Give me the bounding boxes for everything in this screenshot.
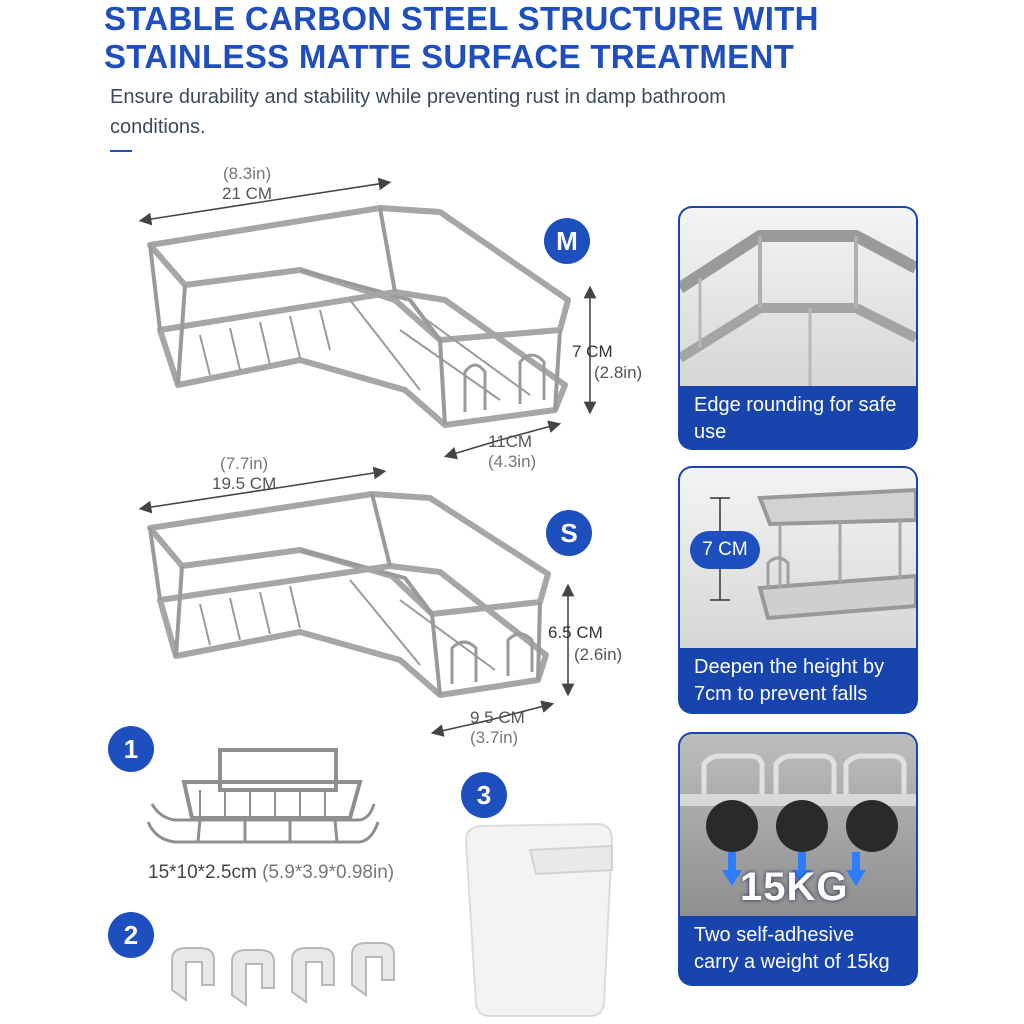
subtitle: Ensure durability and stability while pr… bbox=[110, 86, 726, 138]
adhesive-hooks-illustration bbox=[171, 942, 395, 1007]
dimension-arrows-s bbox=[138, 466, 575, 737]
container-illustration bbox=[464, 822, 614, 1017]
weight-caption: Two self-adhesive carry a weight of 15kg bbox=[694, 924, 890, 973]
rack-m-depth: 11CM (4.3in) bbox=[488, 432, 536, 472]
rack-s-illustration bbox=[147, 491, 551, 698]
weight-photo bbox=[680, 734, 916, 916]
feature-card-weight: Two self-adhesive carry a weight of 15kg bbox=[680, 734, 916, 984]
rack-s-height-cm: 6.5 CM bbox=[548, 623, 603, 642]
rack-s-height-in: (2.6in) bbox=[574, 645, 623, 664]
soap-holder-size: 15*10*2.5cm (5.9*3.9*0.98in) bbox=[148, 862, 394, 884]
rack-m-depth-in: (4.3in) bbox=[488, 452, 537, 471]
soap-holder-illustration bbox=[146, 748, 380, 844]
rack-m-illustration bbox=[147, 205, 571, 428]
rack-s-depth-cm: 9.5 CM bbox=[470, 708, 525, 727]
weight-label: 15KG bbox=[740, 865, 849, 909]
accent-dash bbox=[110, 150, 132, 152]
rack-m-width: (8.3in) 21 CM bbox=[222, 164, 272, 204]
feature-card-height: Deepen the height by 7cm to prevent fall… bbox=[680, 468, 916, 712]
soap-holder-size-cm: 15*10*2.5cm bbox=[148, 862, 257, 883]
rack-s-width-in: (7.7in) bbox=[220, 454, 269, 473]
edge-rounding-caption: Edge rounding for safe use bbox=[694, 394, 897, 443]
dimension-arrows-m bbox=[138, 177, 597, 460]
accessory-1-badge: 1 bbox=[108, 726, 154, 772]
rack-m-width-in: (8.3in) bbox=[222, 164, 272, 183]
rack-s-depth: 9.5 CM (3.7in) bbox=[470, 708, 525, 748]
headline-line-1: STABLE CARBON STEEL STRUCTURE WITH bbox=[104, 0, 819, 37]
accessory-2-badge: 2 bbox=[108, 912, 154, 958]
edge-rounding-photo bbox=[680, 208, 916, 386]
rack-m-width-cm: 21 CM bbox=[222, 184, 273, 203]
rack-s-width: (7.7in) 19.5 CM bbox=[212, 454, 276, 494]
rack-s-width-cm: 19.5 CM bbox=[212, 474, 277, 493]
accessory-3-badge: 3 bbox=[461, 772, 507, 818]
height-photo bbox=[680, 468, 916, 648]
height-tag: 7 CM bbox=[690, 531, 760, 569]
size-s-badge: S bbox=[546, 510, 592, 556]
feature-card-edge: Edge rounding for safe use bbox=[680, 208, 916, 448]
soap-holder-size-in: (5.9*3.9*0.98in) bbox=[262, 862, 395, 883]
height-caption: Deepen the height by 7cm to prevent fall… bbox=[694, 656, 885, 705]
rack-m-height-in: (2.8in) bbox=[594, 363, 643, 382]
headline-line-2: STAINLESS MATTE SURFACE TREATMENT bbox=[104, 38, 795, 75]
rack-s-depth-in: (3.7in) bbox=[470, 728, 519, 747]
rack-m-depth-cm: 11CM bbox=[488, 432, 533, 451]
rack-m-height-cm: 7 CM bbox=[572, 342, 613, 361]
size-m-badge: M bbox=[544, 218, 590, 264]
headline: STABLE CARBON STEEL STRUCTURE WITH STAIN… bbox=[104, 0, 819, 76]
